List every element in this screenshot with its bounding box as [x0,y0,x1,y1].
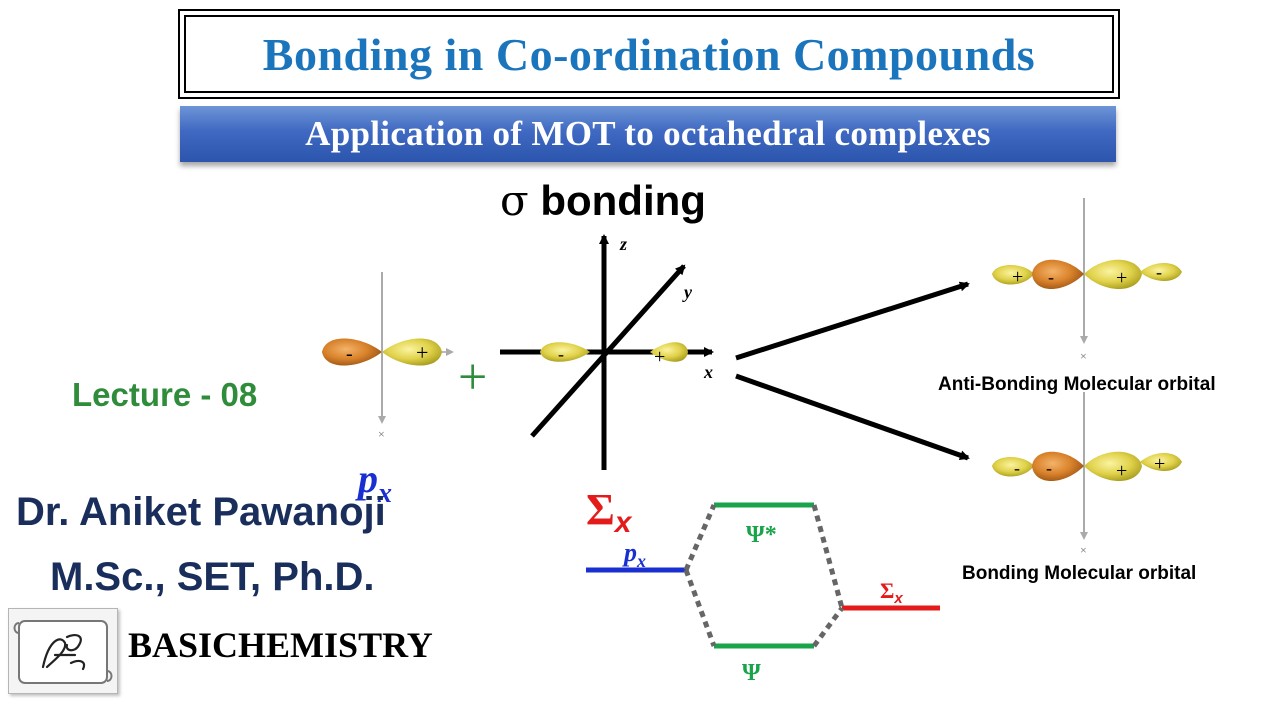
ligand-right-plus: + [654,346,665,368]
energy-px-letter: p [622,538,637,567]
plus-operator: + [458,349,487,406]
author-degree: M.Sc., SET, Ph.D. [50,555,375,599]
bonding-lobe-2 [1032,451,1084,481]
sigma-bonding-heading: σ bonding [500,176,706,225]
energy-sigma-label: Σx [880,578,903,607]
bonding-axis-tick: × [1080,543,1087,557]
y-axis-label: y [682,282,693,302]
x-axis-label: x [703,362,713,382]
page-subtitle: Application of MOT to octahedral complex… [305,114,991,153]
energy-px-subscript: x [636,551,646,571]
author-name: Dr. Aniket Pawanoji [16,490,386,534]
energy-sigma-subscript: x [893,590,903,607]
energy-px-label: px [622,538,646,571]
antibonding-sign-2: - [1048,267,1054,287]
ligand-lobe-right [650,342,688,362]
px-label: px [355,456,392,509]
sigma-x-subscript: x [613,506,633,539]
px-plus-sign: + [416,340,428,365]
brand-logo [8,608,118,694]
bonding-lobe-4 [1140,453,1182,471]
title-frame: Bonding in Co-ordination Compounds [178,9,1120,99]
corr-line-px-upper [683,504,717,571]
brand-name: BASICHEMISTRY [128,625,433,665]
bonding-sign-4: + [1154,453,1165,475]
bonding-label: Bonding Molecular orbital [962,563,1197,584]
energy-sigma-letter: Σ [880,578,894,603]
sigma-x-letter: Σ [586,485,615,534]
antibonding-sign-4: - [1156,262,1162,282]
antibonding-axis-tick: × [1080,349,1087,363]
bonding-sign-1: - [1014,458,1020,478]
px-label-subscript: x [377,478,392,509]
z-axis-label: z [619,234,627,254]
bonding-orbital: - - + + × [992,392,1182,557]
lecture-number: Lecture - 08 [72,376,258,413]
px-orbital: - + × [322,272,454,441]
px-axis-tick: × [378,427,385,441]
corr-line-sigma-lower [811,606,845,648]
antibonding-lobe-3 [1084,259,1142,289]
ligand-lobe-left [540,342,590,362]
ligand-left-minus: - [558,344,564,364]
px-positive-lobe [382,338,442,366]
antibonding-sign-3: + [1116,267,1127,289]
subtitle-banner: Application of MOT to octahedral complex… [180,106,1116,162]
page-title: Bonding in Co-ordination Compounds [262,28,1036,80]
corr-line-px-lower [683,569,717,647]
psi-star-label: Ψ* [746,522,777,548]
antibonding-sign-1: + [1012,266,1023,288]
antibonding-lobe-2 [1032,259,1084,289]
bonding-sign-2: - [1046,458,1052,478]
px-label-letter: p [355,456,378,501]
px-minus-sign: - [346,343,353,365]
sigma-symbol: σ [500,176,529,225]
antibonding-label: Anti-Bonding Molecular orbital [938,374,1216,395]
px-negative-lobe [322,338,382,366]
coordinate-axes: z y x - + [500,234,714,470]
antibonding-orbital: + - + - × [992,198,1182,363]
psi-label: Ψ [742,660,761,686]
arrow-to-bonding [735,373,970,461]
energy-level-diagram: px Ψ* Ψ Σx [586,502,940,686]
antibonding-lobe-4 [1140,263,1182,281]
logo-scroll-icon [13,620,113,684]
title-inner-frame: Bonding in Co-ordination Compounds [184,15,1114,93]
antibonding-lobe-1 [992,265,1034,285]
bonding-word: bonding [540,177,706,224]
bonding-lobe-3 [1084,451,1142,481]
corr-line-sigma-upper [811,504,845,609]
sigma-x-label: Σx [586,485,633,539]
arrow-to-antibonding [735,281,970,361]
bonding-sign-3: + [1116,460,1127,482]
bonding-lobe-1 [992,457,1034,477]
